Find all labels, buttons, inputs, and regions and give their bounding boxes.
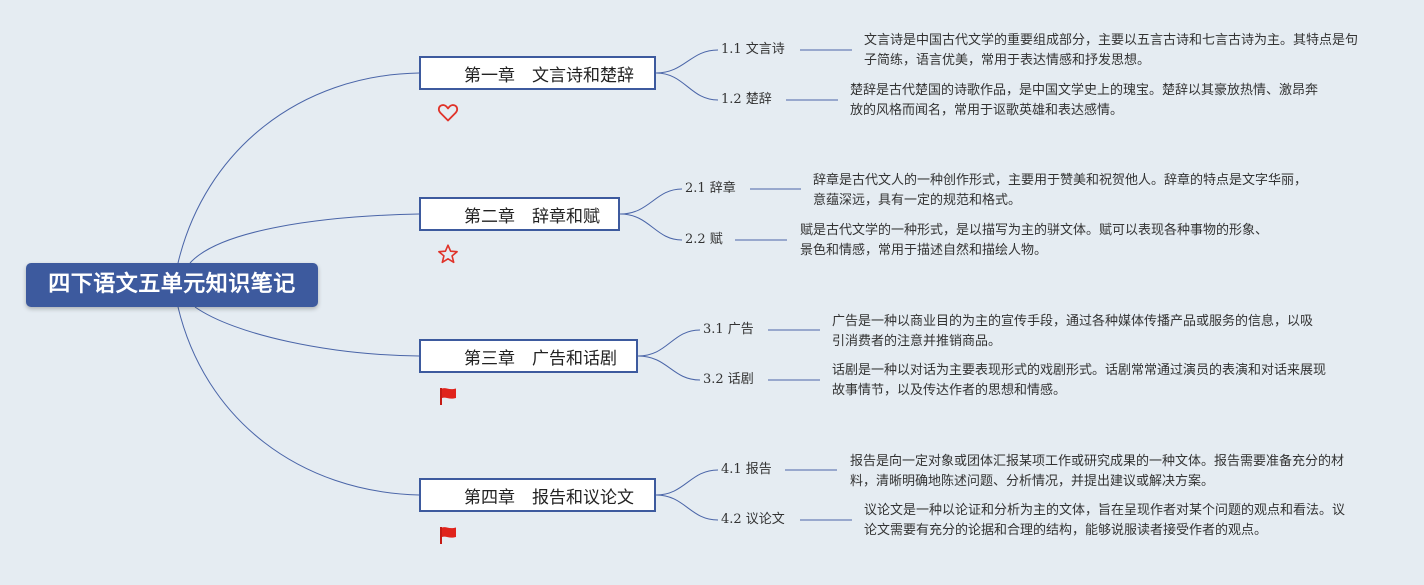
connector-ch4-t1 (655, 469, 719, 496)
chapter-3-node[interactable]: 第三章 广告和话剧 (419, 339, 638, 405)
connector-root-ch4 (177, 306, 420, 496)
topic-1-1-description: 文言诗是中国古代文学的重要组成部分，主要以五言古诗和七言古诗为主。其特点是句子简… (864, 33, 1359, 68)
chapter-1-label: 第一章 文言诗和楚辞 (464, 65, 634, 86)
topic-2-1[interactable]: 2.1 辞章 (685, 181, 736, 196)
topic-3-1[interactable]: 3.1 广告 (703, 322, 754, 337)
topic-2-2-description: 赋是古代文学的一种形式，是以描写为主的骈文体。赋可以表现各种事物的形象、景色和情… (800, 223, 1269, 258)
connector-root-ch3 (194, 306, 420, 357)
topic-4-1-description: 报告是向一定对象或团体汇报某项工作或研究成果的一种文体。报告需要准备充分的材料，… (850, 454, 1345, 489)
chapter-3-label: 第三章 广告和话剧 (464, 348, 617, 369)
connector-ch1-t1 (655, 49, 719, 74)
connector-ch3-t2 (637, 355, 701, 381)
flag-icon (437, 485, 461, 544)
chapter-1-node[interactable]: 第一章 文言诗和楚辞 (419, 56, 656, 122)
connector-ch2-t2 (619, 213, 683, 241)
connector-ch2-t1 (619, 188, 683, 215)
topic-2-1-description: 辞章是古代文人的一种创作形式，主要用于赞美和祝贺他人。辞章的特点是文字华丽，意蕴… (813, 173, 1308, 208)
root-topic[interactable]: 四下语文五单元知识笔记 (26, 263, 318, 307)
topic-2-2[interactable]: 2.2 赋 (685, 232, 723, 247)
chapter-2-label: 第二章 辞章和赋 (464, 206, 600, 227)
topic-4-1[interactable]: 4.1 报告 (721, 462, 772, 477)
connector-ch4-t2 (655, 494, 719, 521)
topic-3-1-description: 广告是一种以商业目的为主的宣传手段，通过各种媒体传播产品或服务的信息，以吸引消费… (832, 314, 1314, 349)
mind-map: 四下语文五单元知识笔记 第一章 文言诗和楚辞 第二章 辞章和赋 第三章 广告和话… (26, 33, 1359, 544)
connector-ch1-t2 (655, 72, 719, 101)
topic-3-2-description: 话剧是一种以对话为主要表现形式的戏剧形式。话剧常常通过演员的表演和对话来展现故事… (832, 363, 1327, 398)
connector-root-ch1 (177, 72, 420, 264)
flag-icon (437, 346, 461, 405)
topic-4-2-description: 议论文是一种以论证和分析为主的文体，旨在呈现作者对某个问题的观点和看法。议论文需… (864, 503, 1346, 538)
star-icon (437, 204, 461, 264)
connector-lines (177, 49, 852, 521)
chapter-2-node[interactable]: 第二章 辞章和赋 (419, 197, 620, 264)
connector-root-ch2 (189, 213, 420, 264)
topic-3-2[interactable]: 3.2 话剧 (703, 372, 754, 387)
topic-1-1[interactable]: 1.1 文言诗 (721, 42, 785, 57)
topic-4-2[interactable]: 4.2 议论文 (721, 512, 785, 527)
topic-1-2-description: 楚辞是古代楚国的诗歌作品，是中国文学史上的瑰宝。楚辞以其豪放热情、激昂奔放的风格… (850, 83, 1319, 118)
chapter-4-label: 第四章 报告和议论文 (464, 487, 634, 508)
heart-icon (437, 63, 461, 122)
connector-ch3-t1 (637, 329, 701, 357)
topic-1-2[interactable]: 1.2 楚辞 (721, 92, 772, 107)
chapter-4-node[interactable]: 第四章 报告和议论文 (419, 478, 656, 544)
